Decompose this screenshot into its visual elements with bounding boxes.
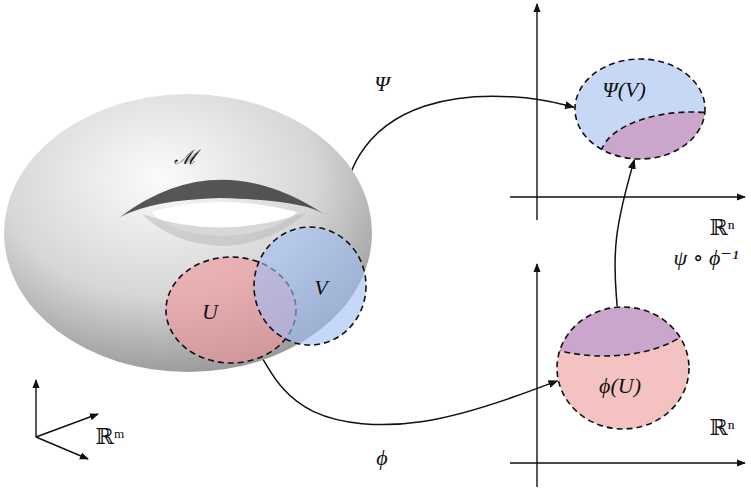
chart-region: Ψ(V) bbox=[574, 58, 706, 160]
axis-line bbox=[510, 462, 745, 463]
chart-region: V bbox=[253, 226, 367, 346]
manifold-label: ℳ bbox=[174, 147, 197, 167]
region-outline bbox=[253, 226, 367, 346]
space-label: ℝᵐ bbox=[95, 426, 124, 448]
region-label: Ψ(V) bbox=[602, 79, 646, 101]
axis-line bbox=[510, 196, 745, 197]
map-label: ψ ∘ ϕ⁻¹ bbox=[671, 246, 740, 270]
region-label: U bbox=[202, 301, 218, 323]
map-arrow bbox=[615, 160, 634, 306]
map-label: ϕ bbox=[374, 446, 389, 470]
map-arrow bbox=[337, 96, 574, 233]
space-label: ℝⁿ bbox=[709, 217, 734, 239]
axis-line bbox=[536, 264, 537, 487]
map-label: Ψ bbox=[372, 72, 391, 96]
map-arrow bbox=[262, 358, 557, 425]
axis-line bbox=[35, 380, 36, 437]
region-label: V bbox=[314, 277, 327, 299]
region-label: ϕ(U) bbox=[599, 375, 641, 397]
region-outline bbox=[556, 306, 690, 430]
axis-line bbox=[36, 437, 88, 459]
manifold-torus: ℳ U V bbox=[2, 92, 374, 374]
region-outline bbox=[574, 58, 706, 160]
axis-line bbox=[536, 4, 537, 220]
chart-region: ϕ(U) bbox=[556, 306, 690, 430]
space-label: ℝⁿ bbox=[709, 417, 734, 439]
axis-line bbox=[36, 414, 98, 437]
